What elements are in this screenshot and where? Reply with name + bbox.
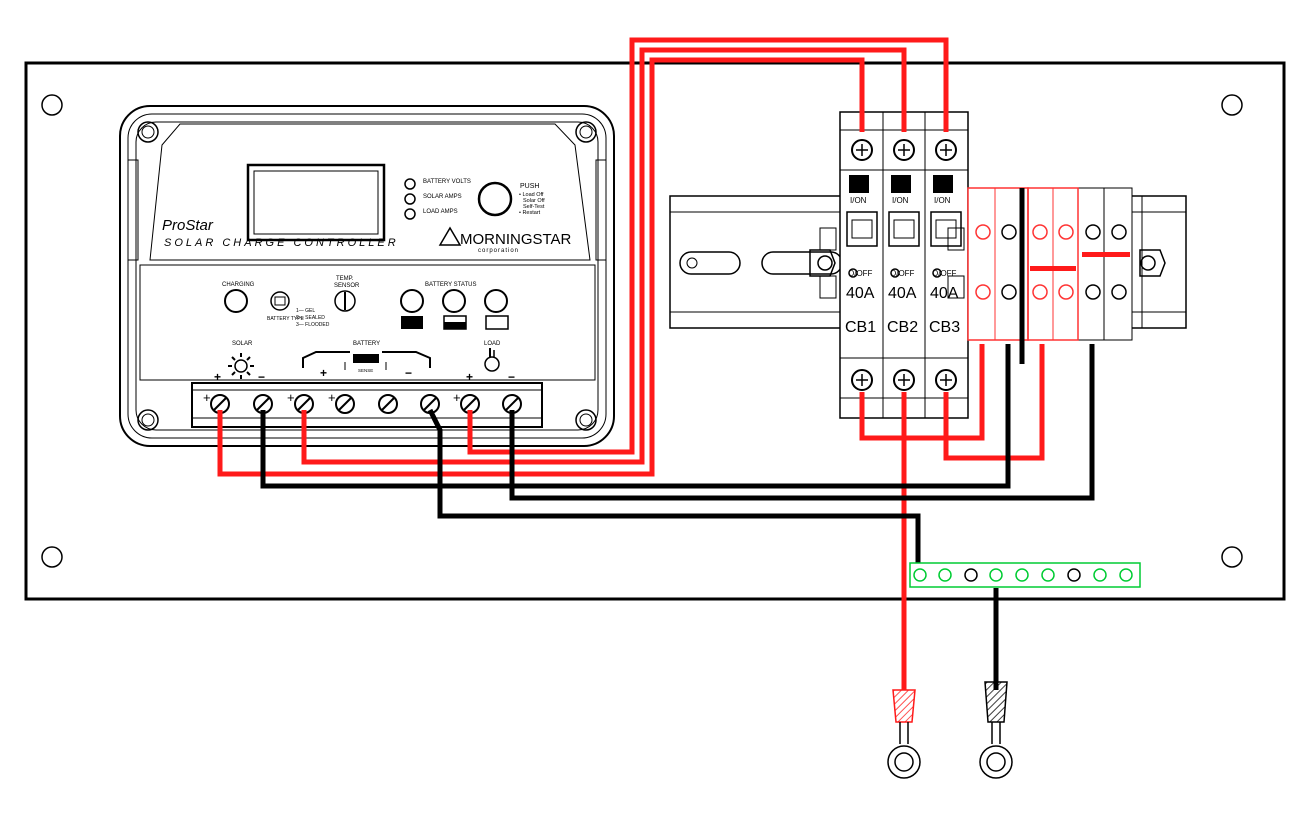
solar-amps-led [404,193,416,205]
temp-sensor-port [334,290,356,312]
maker-label: MORNINGSTAR [460,231,572,248]
battery-status-led-1 [400,289,424,313]
load-minus: − [508,370,515,384]
load-amps-led [404,208,416,220]
terminal-battery-pos [294,394,314,414]
maker-sub-label: corporation [478,248,519,254]
cb2-logo: CBI [893,180,910,191]
battery-status-led-3 [484,289,508,313]
breaker-cb1 [846,175,878,278]
temp-sensor-label-1: TEMP. [336,276,354,282]
solar-minus: − [258,370,265,384]
battery-plus: + [320,366,327,380]
battery-status-led-2 [442,289,466,313]
push-option-2: Solar Off [523,198,545,204]
indicator-label-1: BATTERY VOLTS [423,179,471,185]
mount-hole-br [1221,546,1243,568]
terminal-sense-neg [378,394,398,414]
battery-type-3: 3— FLOODED [296,322,330,328]
battery-empty-icon [485,315,509,330]
cb1-rating: 40A [846,285,875,302]
cb3-logo: CBI [935,180,952,191]
terminal-sense-pos [335,394,355,414]
cb2-id: CB2 [887,319,918,336]
negative-ring-terminal [979,681,1013,779]
cb1-logo: CBI [851,180,868,191]
cb3-on-label: I/ON [934,196,951,205]
battery-type-1: 1— GEL [296,308,315,314]
positive-ring-terminal [887,689,921,779]
battery-type-selector [270,291,290,311]
cb1-id: CB1 [845,319,876,336]
cb3-id: CB3 [929,319,960,336]
breaker-labels: CBI CBI CBI I/ON I/ON I/ON O/OFF O/OFF O… [845,180,960,336]
battery-half-icon [444,322,466,329]
battery-sense-icon [353,354,379,363]
indicator-label-2: SOLAR AMPS [423,194,462,200]
term-plus-4: + [453,390,461,405]
mount-hole-tl [41,94,63,116]
sun-icon [228,353,254,379]
battery-full-icon [401,316,423,329]
cb3-off-label: O/OFF [932,269,957,278]
display-window [246,163,386,242]
term-plus-2: + [287,390,295,405]
cb2-off-label: O/OFF [890,269,915,278]
breaker-cb2 [888,175,920,278]
cb1-off-label: O/OFF [848,269,873,278]
charging-label: CHARGING [222,282,255,288]
battery-label: BATTERY [353,341,380,347]
morningstar-logo-icon [438,226,462,246]
black-wires [260,188,1095,690]
charge-controller [119,105,615,447]
bulb-icon [484,348,500,372]
solar-plus: + [214,370,221,384]
battery-type-label: BATTERY TYPE [267,316,305,322]
battery-type-2: 2— SEALED [296,315,325,321]
charging-led [224,289,248,313]
push-option-1: • Load Off [519,192,544,198]
term-plus-3: + [328,390,336,405]
push-option-3: Self-Test [523,204,545,210]
push-button [477,181,513,217]
solar-label: SOLAR [232,341,253,347]
mount-hole-tr [1221,94,1243,116]
brand-label: ProStar [162,217,214,234]
battery-status-label: BATTERY STATUS [425,282,476,288]
breaker-cb3 [930,175,962,278]
load-plus: + [466,370,473,384]
cb2-rating: 40A [888,285,917,302]
load-label: LOAD [484,341,501,347]
battery-minus: − [405,366,412,380]
push-option-4: • Restart [519,210,541,216]
term-plus-1: + [203,390,211,405]
breaker-terminal-screws [851,139,957,391]
controller-terminals [210,394,522,414]
temp-sensor-label-2: SENSOR [334,283,360,289]
ground-bar [909,562,1141,588]
mount-hole-bl [41,546,63,568]
battery-volts-led [404,178,416,190]
controller-subtitle: SOLAR CHARGE CONTROLLER [164,237,399,249]
red-wires [217,37,1045,690]
controller-labels: ProStar SOLAR CHARGE CONTROLLER MORNINGS… [162,179,572,405]
sense-label: SENSE [358,368,373,373]
indicator-label-3: LOAD AMPS [423,209,458,215]
terminal-block [967,187,1143,341]
cb3-rating: 40A [930,285,959,302]
push-label: PUSH [520,183,539,190]
cb2-on-label: I/ON [892,196,909,205]
cb1-on-label: I/ON [850,196,867,205]
